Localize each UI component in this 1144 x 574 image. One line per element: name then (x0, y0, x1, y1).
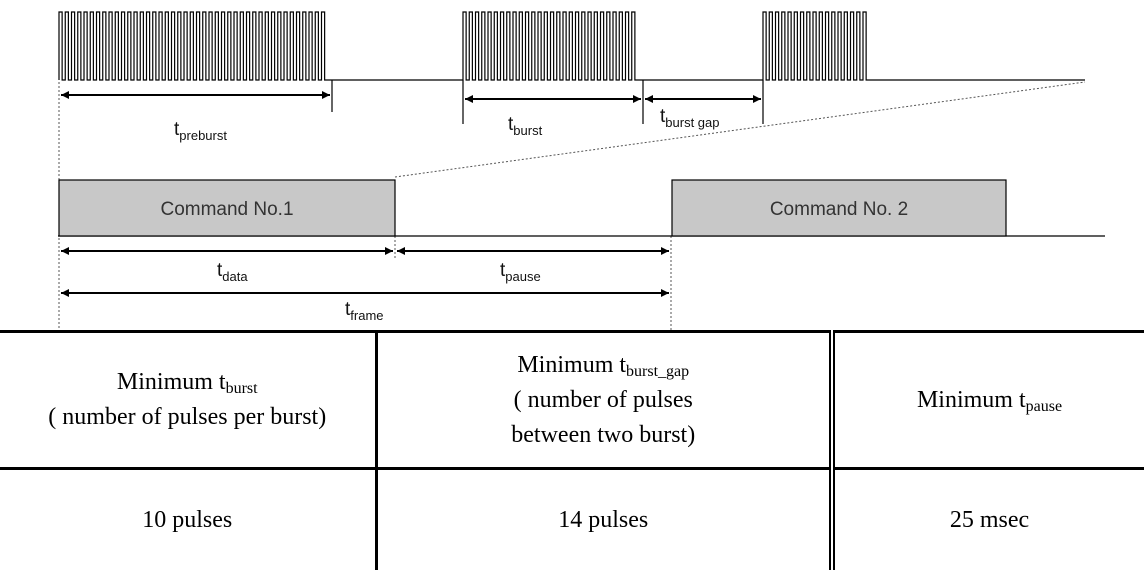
timing-spec-table: Minimum tburst ( number of pulses per bu… (0, 330, 1144, 570)
pause-label: tpause (500, 260, 541, 284)
value-min-burst: 10 pulses (0, 468, 378, 570)
value-min-burst-gap: 14 pulses (376, 468, 835, 570)
table-row: 10 pulses 14 pulses 25 msec (0, 468, 1144, 570)
pulse-train-signal (58, 11, 1085, 81)
burst-label: tburst (508, 114, 543, 138)
data-label: tdata (217, 260, 248, 284)
timing-diagram-svg: tpreburst tburst tburst gap Command No.1… (58, 11, 1105, 330)
command-2-label: Command No. 2 (770, 199, 908, 220)
command-2-block (671, 179, 1007, 237)
spec-table-container: Minimum tburst ( number of pulses per bu… (0, 330, 1144, 574)
table-header-row: Minimum tburst ( number of pulses per bu… (0, 330, 1144, 470)
frame-label: tframe (345, 299, 384, 323)
preburst-label: tpreburst (174, 119, 227, 143)
zoom-guide-line (394, 81, 1086, 178)
header-min-burst: Minimum tburst ( number of pulses per bu… (0, 330, 378, 470)
burst-gap-label: tburst gap (660, 106, 719, 130)
header-min-burst-gap: Minimum tburst_gap ( number of pulses be… (376, 330, 835, 470)
command-1-label: Command No.1 (160, 199, 293, 220)
command-1-block (58, 179, 396, 237)
timing-diagram: tpreburst tburst tburst gap Command No.1… (58, 11, 1105, 330)
value-min-pause: 25 msec (949, 506, 1030, 533)
header-min-pause: Minimum tpause (832, 330, 1144, 470)
